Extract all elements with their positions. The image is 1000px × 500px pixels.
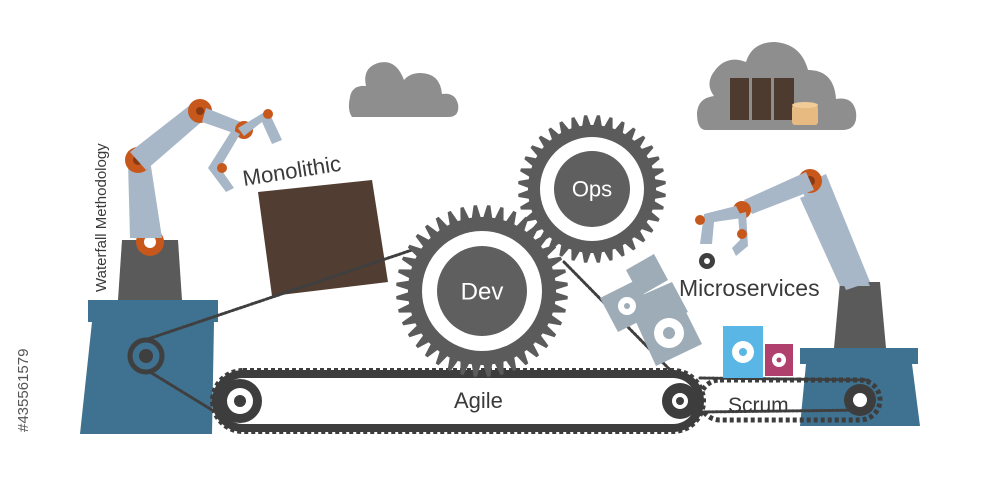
small-cloud-icon [348,62,459,117]
gear-label: Dev [461,278,504,305]
small-gear-icon [699,253,715,269]
agile-label: Agile [454,388,503,413]
dev-gear-icon: Dev [396,205,568,377]
large-cloud-icon [697,42,857,130]
monolithic-crate [258,180,388,296]
left-pedestal [88,300,218,322]
stock-id-label: #435561579 [15,349,32,432]
microservice-block-mid-left [600,280,654,332]
microservice-block-bottom [636,300,702,366]
left-pedestal-base [80,322,214,434]
left-pulley-icon [127,337,165,375]
gear-hub [554,151,630,227]
microservice-blocks [600,254,702,366]
agile-conveyor-belt-icon [210,368,706,434]
gear-hub [437,246,527,336]
left-robot-arm-icon [80,99,282,434]
server-crate-icon [730,78,794,120]
waterfall-methodology-label: Waterfall Methodology [93,143,110,292]
database-barrel-icon [792,102,818,125]
service-box-blue [723,326,763,378]
gear-label: Ops [572,177,612,202]
right-pedestal [800,348,918,364]
scrum-conveyor-belt-icon [697,377,883,423]
service-box-pink [765,344,793,376]
scrum-label: Scrum [728,394,789,417]
ops-gear-icon: Ops [518,115,666,263]
microservices-label: Microservices [679,275,820,301]
